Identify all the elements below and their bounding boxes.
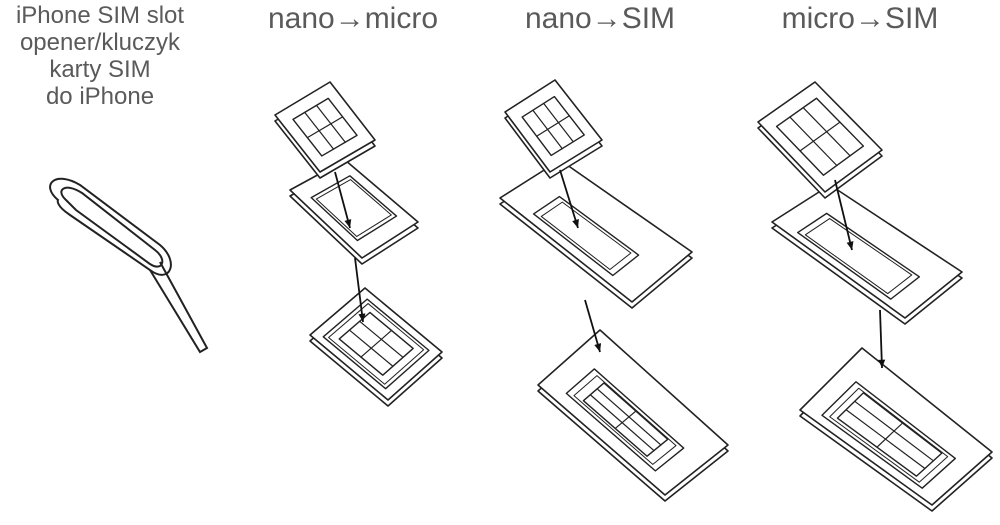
sim-chip-icon: [292, 97, 358, 157]
arrow-icon: [834, 179, 854, 251]
arrow-icon: [334, 171, 352, 229]
nano-sim-card: [504, 79, 603, 179]
sim-chip-icon: [775, 97, 865, 176]
pin-label-line: do iPhone: [45, 83, 155, 110]
sim-chip-icon: [836, 392, 943, 477]
sim-adapter-with-nano: [537, 329, 729, 502]
pin-label-line: iPhone SIM slot: [15, 2, 185, 29]
pin-label-line: karty SIM: [49, 56, 151, 83]
arrow-icon: [354, 257, 366, 323]
arrow-icon: [584, 299, 602, 353]
micro-adapter-with-nano: [309, 287, 443, 407]
pin-label-line: opener/kluczyk: [19, 29, 181, 56]
sim-chip-icon: [582, 382, 669, 457]
arrow-icon: [559, 169, 579, 229]
micro-sim-card: [757, 81, 883, 199]
sim-adapter-with-micro: [799, 347, 993, 512]
sim-adapter: [771, 184, 963, 325]
column-title-micro-sim: micro→SIM: [781, 2, 939, 35]
column-title-nano-micro: nano→micro: [267, 2, 439, 35]
pin-label: iPhone SIM slot opener/kluczyk karty SIM…: [0, 2, 200, 110]
micro-adapter: [289, 159, 419, 265]
column-title-nano-sim: nano→SIM: [524, 2, 676, 35]
sim-chip-icon: [521, 95, 585, 157]
sim-chip-icon: [338, 311, 414, 376]
sim-eject-pin-icon: [49, 177, 209, 354]
arrow-icon: [878, 309, 886, 369]
sim-adapter: [499, 159, 693, 309]
nano-sim-card: [274, 81, 376, 179]
